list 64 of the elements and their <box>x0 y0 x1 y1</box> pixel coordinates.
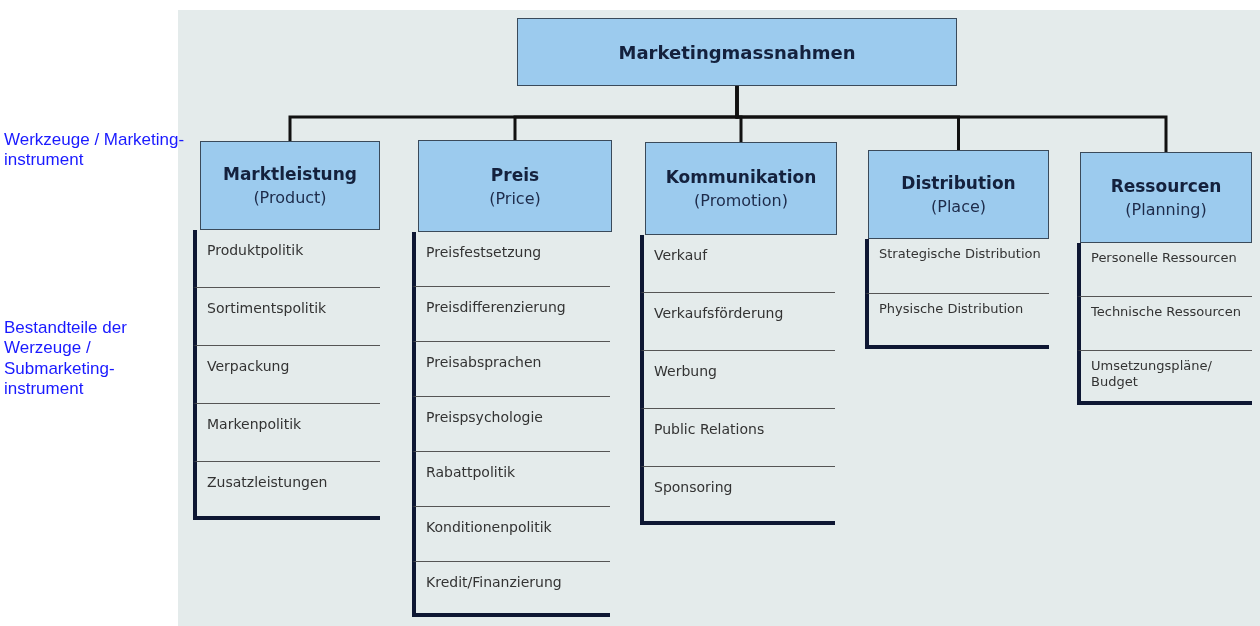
list-row <box>412 342 610 397</box>
list-row <box>412 287 610 342</box>
category-subtitle: (Place) <box>931 197 986 216</box>
list-row <box>865 239 1049 294</box>
category-box <box>1080 152 1252 243</box>
row-label: Werbung <box>654 363 718 380</box>
list-row <box>412 232 610 287</box>
category-subtitle: (Product) <box>253 188 327 207</box>
row-label: Personelle Ressourcen <box>1091 250 1238 266</box>
row-label: Zusatzleistungen <box>207 474 329 491</box>
list-row <box>193 404 380 462</box>
list-row <box>865 294 1049 349</box>
list-row <box>640 409 835 467</box>
row-label: Preisdifferenzierung <box>426 299 567 316</box>
row-label: Konditionenpolitik <box>426 519 553 536</box>
annotation-text: Werkzeuge / Marketing- instrument <box>4 130 186 171</box>
row-label: Produktpolitik <box>207 242 305 259</box>
row-label: Verkauf <box>654 247 709 264</box>
list-row <box>640 235 835 293</box>
list-row <box>193 462 380 520</box>
list-row <box>640 467 835 525</box>
row-label: Sponsoring <box>654 479 734 496</box>
row-label: Markenpolitik <box>207 416 303 433</box>
row-label: Technische Ressourcen <box>1091 304 1242 320</box>
list-row <box>412 397 610 452</box>
row-label: Preispsychologie <box>426 409 544 426</box>
root-box <box>517 18 957 86</box>
category-box <box>200 141 380 230</box>
connector-line <box>735 86 1168 152</box>
row-label: Sortimentspolitik <box>207 300 328 317</box>
category-box <box>868 150 1049 239</box>
box-title: Marketingmassnahmen <box>618 41 856 63</box>
row-label: Preisabsprachen <box>426 354 543 371</box>
row-label: Verpackung <box>207 358 291 375</box>
row-label: Verkaufsförderung <box>654 305 785 322</box>
row-label: Kredit/Finanzierung <box>426 574 563 591</box>
list-row <box>412 507 610 562</box>
list-row <box>193 346 380 404</box>
category-box <box>645 142 837 235</box>
row-label: Public Relations <box>654 421 766 438</box>
list-row <box>412 452 610 507</box>
row-label: Strategische Distribution <box>879 246 1042 262</box>
list-row <box>412 562 610 617</box>
category-subtitle: (Promotion) <box>694 191 788 210</box>
annotation-text: Bestandteile der Werzeuge / Submarketing- instrument <box>4 318 128 400</box>
category-title: Preis <box>490 164 540 185</box>
category-box <box>418 140 612 232</box>
row-label: Rabattpolitik <box>426 464 517 481</box>
category-title: Distribution <box>901 173 1016 193</box>
list-row <box>1077 297 1252 351</box>
row-label: Preisfestsetzung <box>426 244 543 261</box>
category-title: Marktleistung <box>223 164 357 184</box>
list-row <box>1077 351 1252 405</box>
list-row <box>640 351 835 409</box>
category-title: Ressourcen <box>1110 176 1222 196</box>
row-label: Umsetzungspläne/ Budget <box>1091 358 1213 390</box>
list-row <box>193 288 380 346</box>
row-label: Physische Distribution <box>879 301 1025 317</box>
list-row <box>193 230 380 288</box>
category-subtitle: (Price) <box>489 188 541 208</box>
list-row <box>1077 243 1252 297</box>
category-title: Kommunikation <box>665 167 817 187</box>
category-subtitle: (Planning) <box>1125 200 1207 219</box>
list-row <box>640 293 835 351</box>
